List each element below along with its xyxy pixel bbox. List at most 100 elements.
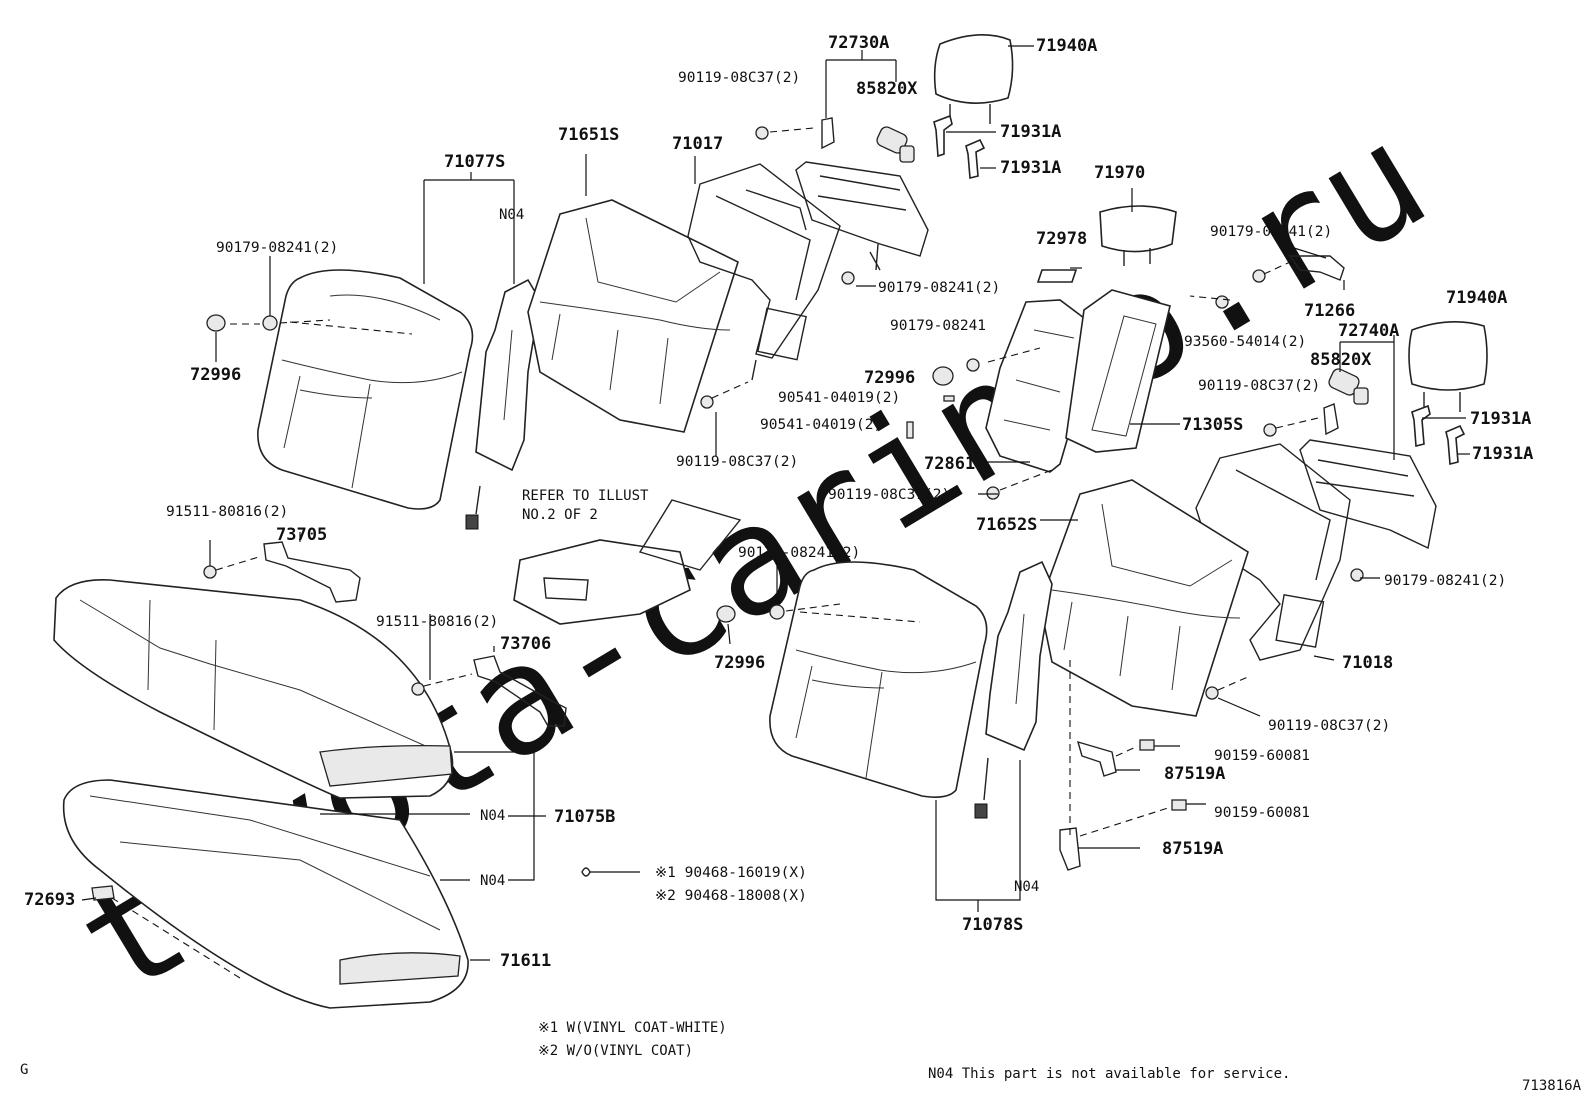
clip-nut-right-seatback xyxy=(716,603,841,623)
bracket-87519A-b xyxy=(1059,799,1187,871)
bolt-90119-e xyxy=(1205,675,1251,700)
seat-pad-71611 xyxy=(62,779,469,1009)
label-90179-c: 90179-08241(2) xyxy=(878,280,1000,296)
n04-footnote: N04 This part is not available for servi… xyxy=(928,1066,1290,1082)
label-72996-center: 72996 xyxy=(864,368,915,388)
label-90179-f: 90179-08241(2) xyxy=(1384,573,1506,589)
seatback-right-cover xyxy=(1039,479,1249,717)
headrest-guide-a xyxy=(933,114,953,158)
center-seatback xyxy=(513,499,742,625)
label-90179-a: 90179-08241(2) xyxy=(1210,224,1332,240)
label-90541-a: 90541-04019(2) xyxy=(778,390,900,406)
refer-note: REFER TO ILLUST NO.2 OF 2 xyxy=(522,488,649,523)
label-71940A-left: 71940A xyxy=(1036,36,1097,56)
armrest-small-parts xyxy=(906,269,1266,500)
label-71266: 71266 xyxy=(1304,301,1355,321)
variant-callout-1: ※1 90468-16019(X) xyxy=(655,865,807,881)
lock-right xyxy=(1328,368,1369,405)
refer-note-line1: REFER TO ILLUST xyxy=(522,488,649,504)
label-71931A-b: 71931A xyxy=(1000,158,1061,178)
refer-note-line2: NO.2 OF 2 xyxy=(522,507,598,523)
label-73706: 73706 xyxy=(500,634,551,654)
bolt-90119-b xyxy=(700,381,749,409)
label-85820X-left: 85820X xyxy=(856,79,918,99)
plate-72978 xyxy=(1036,269,1078,283)
headrest-guide-d xyxy=(1445,424,1466,466)
label-72740A: 72740A xyxy=(1338,321,1399,341)
figure-id: 713816A xyxy=(1522,1078,1582,1094)
headrest-support-left xyxy=(795,117,929,271)
bracket-71266 xyxy=(1263,255,1345,281)
bolt-90119-a xyxy=(755,126,815,140)
label-72978: 72978 xyxy=(1036,229,1087,249)
variant-callouts: ※1 90468-16019(X) ※2 90468-18008(X) xyxy=(655,865,807,904)
label-90179-left: 90179-08241(2) xyxy=(216,240,338,256)
label-71018: 71018 xyxy=(1342,653,1393,673)
label-71940A-right: 71940A xyxy=(1446,288,1507,308)
label-71970: 71970 xyxy=(1094,163,1145,183)
label-71931A-d: 71931A xyxy=(1472,444,1533,464)
clip-72996-left xyxy=(206,314,226,332)
hook-73706 xyxy=(411,655,567,727)
armrest-cover-71305S xyxy=(1065,289,1171,453)
label-90119-a: 90119-08C37(2) xyxy=(678,70,800,86)
label-90119-b: 90119-08C37(2) xyxy=(1198,378,1320,394)
label-72861: 72861 xyxy=(924,454,975,474)
label-90159-b: 90159-60081 xyxy=(1214,805,1310,821)
n04-mark-left: N04 xyxy=(499,207,524,223)
headrest-left xyxy=(933,34,1014,124)
headrest-guide-c xyxy=(1411,404,1431,448)
label-90119-d: 90119-08C37(2) xyxy=(828,487,950,503)
lock-left xyxy=(876,126,915,163)
label-71077S: 71077S xyxy=(444,152,505,172)
n04-mark-cushion: N04 xyxy=(480,808,505,824)
n04-mark-right: N04 xyxy=(1014,879,1039,895)
label-71931A-c: 71931A xyxy=(1470,409,1531,429)
headrest-right xyxy=(1408,321,1488,412)
seat-cushion-71075B xyxy=(53,579,454,799)
label-87519A-b: 87519A xyxy=(1162,839,1223,859)
label-71305S: 71305S xyxy=(1182,415,1243,435)
seatback-left xyxy=(257,269,474,510)
label-71078S: 71078S xyxy=(962,915,1023,935)
armrest-71970 xyxy=(1099,205,1177,266)
label-90119-c: 90119-08C37(2) xyxy=(676,454,798,470)
label-72996-left: 72996 xyxy=(190,365,241,385)
label-90179-e: 90179-08241(2) xyxy=(738,545,860,561)
leader-lines xyxy=(81,45,1470,961)
part-labels: 72730A 71940A 90119-08C37(2) 85820X 7193… xyxy=(24,33,1533,971)
headrest-support-right xyxy=(1263,403,1437,550)
variant-legend-2: ※2 W/O(VINYL COAT) xyxy=(538,1043,693,1059)
variant-legend-1: ※1 W(VINYL COAT-WHITE) xyxy=(538,1020,727,1036)
label-91511-b: 91511-80816(2) xyxy=(376,614,498,630)
label-93560: 93560-54014(2) xyxy=(1184,334,1306,350)
variant-callout-2: ※2 90468-18008(X) xyxy=(655,888,807,904)
label-73705: 73705 xyxy=(276,525,327,545)
armrest-frame-72861 xyxy=(985,299,1101,473)
label-90179-d: 90179-08241 xyxy=(890,318,986,334)
label-91511-a: 91511-80816(2) xyxy=(166,504,288,520)
plug-90468 xyxy=(581,867,640,877)
label-71651S: 71651S xyxy=(558,125,619,145)
clip-72693 xyxy=(91,885,241,979)
label-90119-e: 90119-08C37(2) xyxy=(1268,718,1390,734)
corner-mark: G xyxy=(20,1062,28,1078)
label-90159-a: 90159-60081 xyxy=(1214,748,1310,764)
headrest-guide-b xyxy=(965,138,986,180)
label-72693: 72693 xyxy=(24,890,75,910)
label-85820X-right: 85820X xyxy=(1310,350,1372,370)
label-71075B: 71075B xyxy=(554,807,615,827)
label-71611: 71611 xyxy=(500,951,551,971)
seatback-right xyxy=(769,561,988,798)
label-87519A-a: 87519A xyxy=(1164,764,1225,784)
variant-legend: ※1 W(VINYL COAT-WHITE) ※2 W/O(VINYL COAT… xyxy=(538,1020,727,1059)
label-90541-b: 90541-04019(2) xyxy=(760,417,882,433)
label-71652S: 71652S xyxy=(976,515,1037,535)
label-71017: 71017 xyxy=(672,134,723,154)
seatback-right-pad xyxy=(974,560,1053,819)
nut-90179-b xyxy=(841,271,855,285)
label-71931A-a: 71931A xyxy=(1000,122,1061,142)
seatback-left-frame xyxy=(687,163,841,381)
n04-mark-pad: N04 xyxy=(480,873,505,889)
